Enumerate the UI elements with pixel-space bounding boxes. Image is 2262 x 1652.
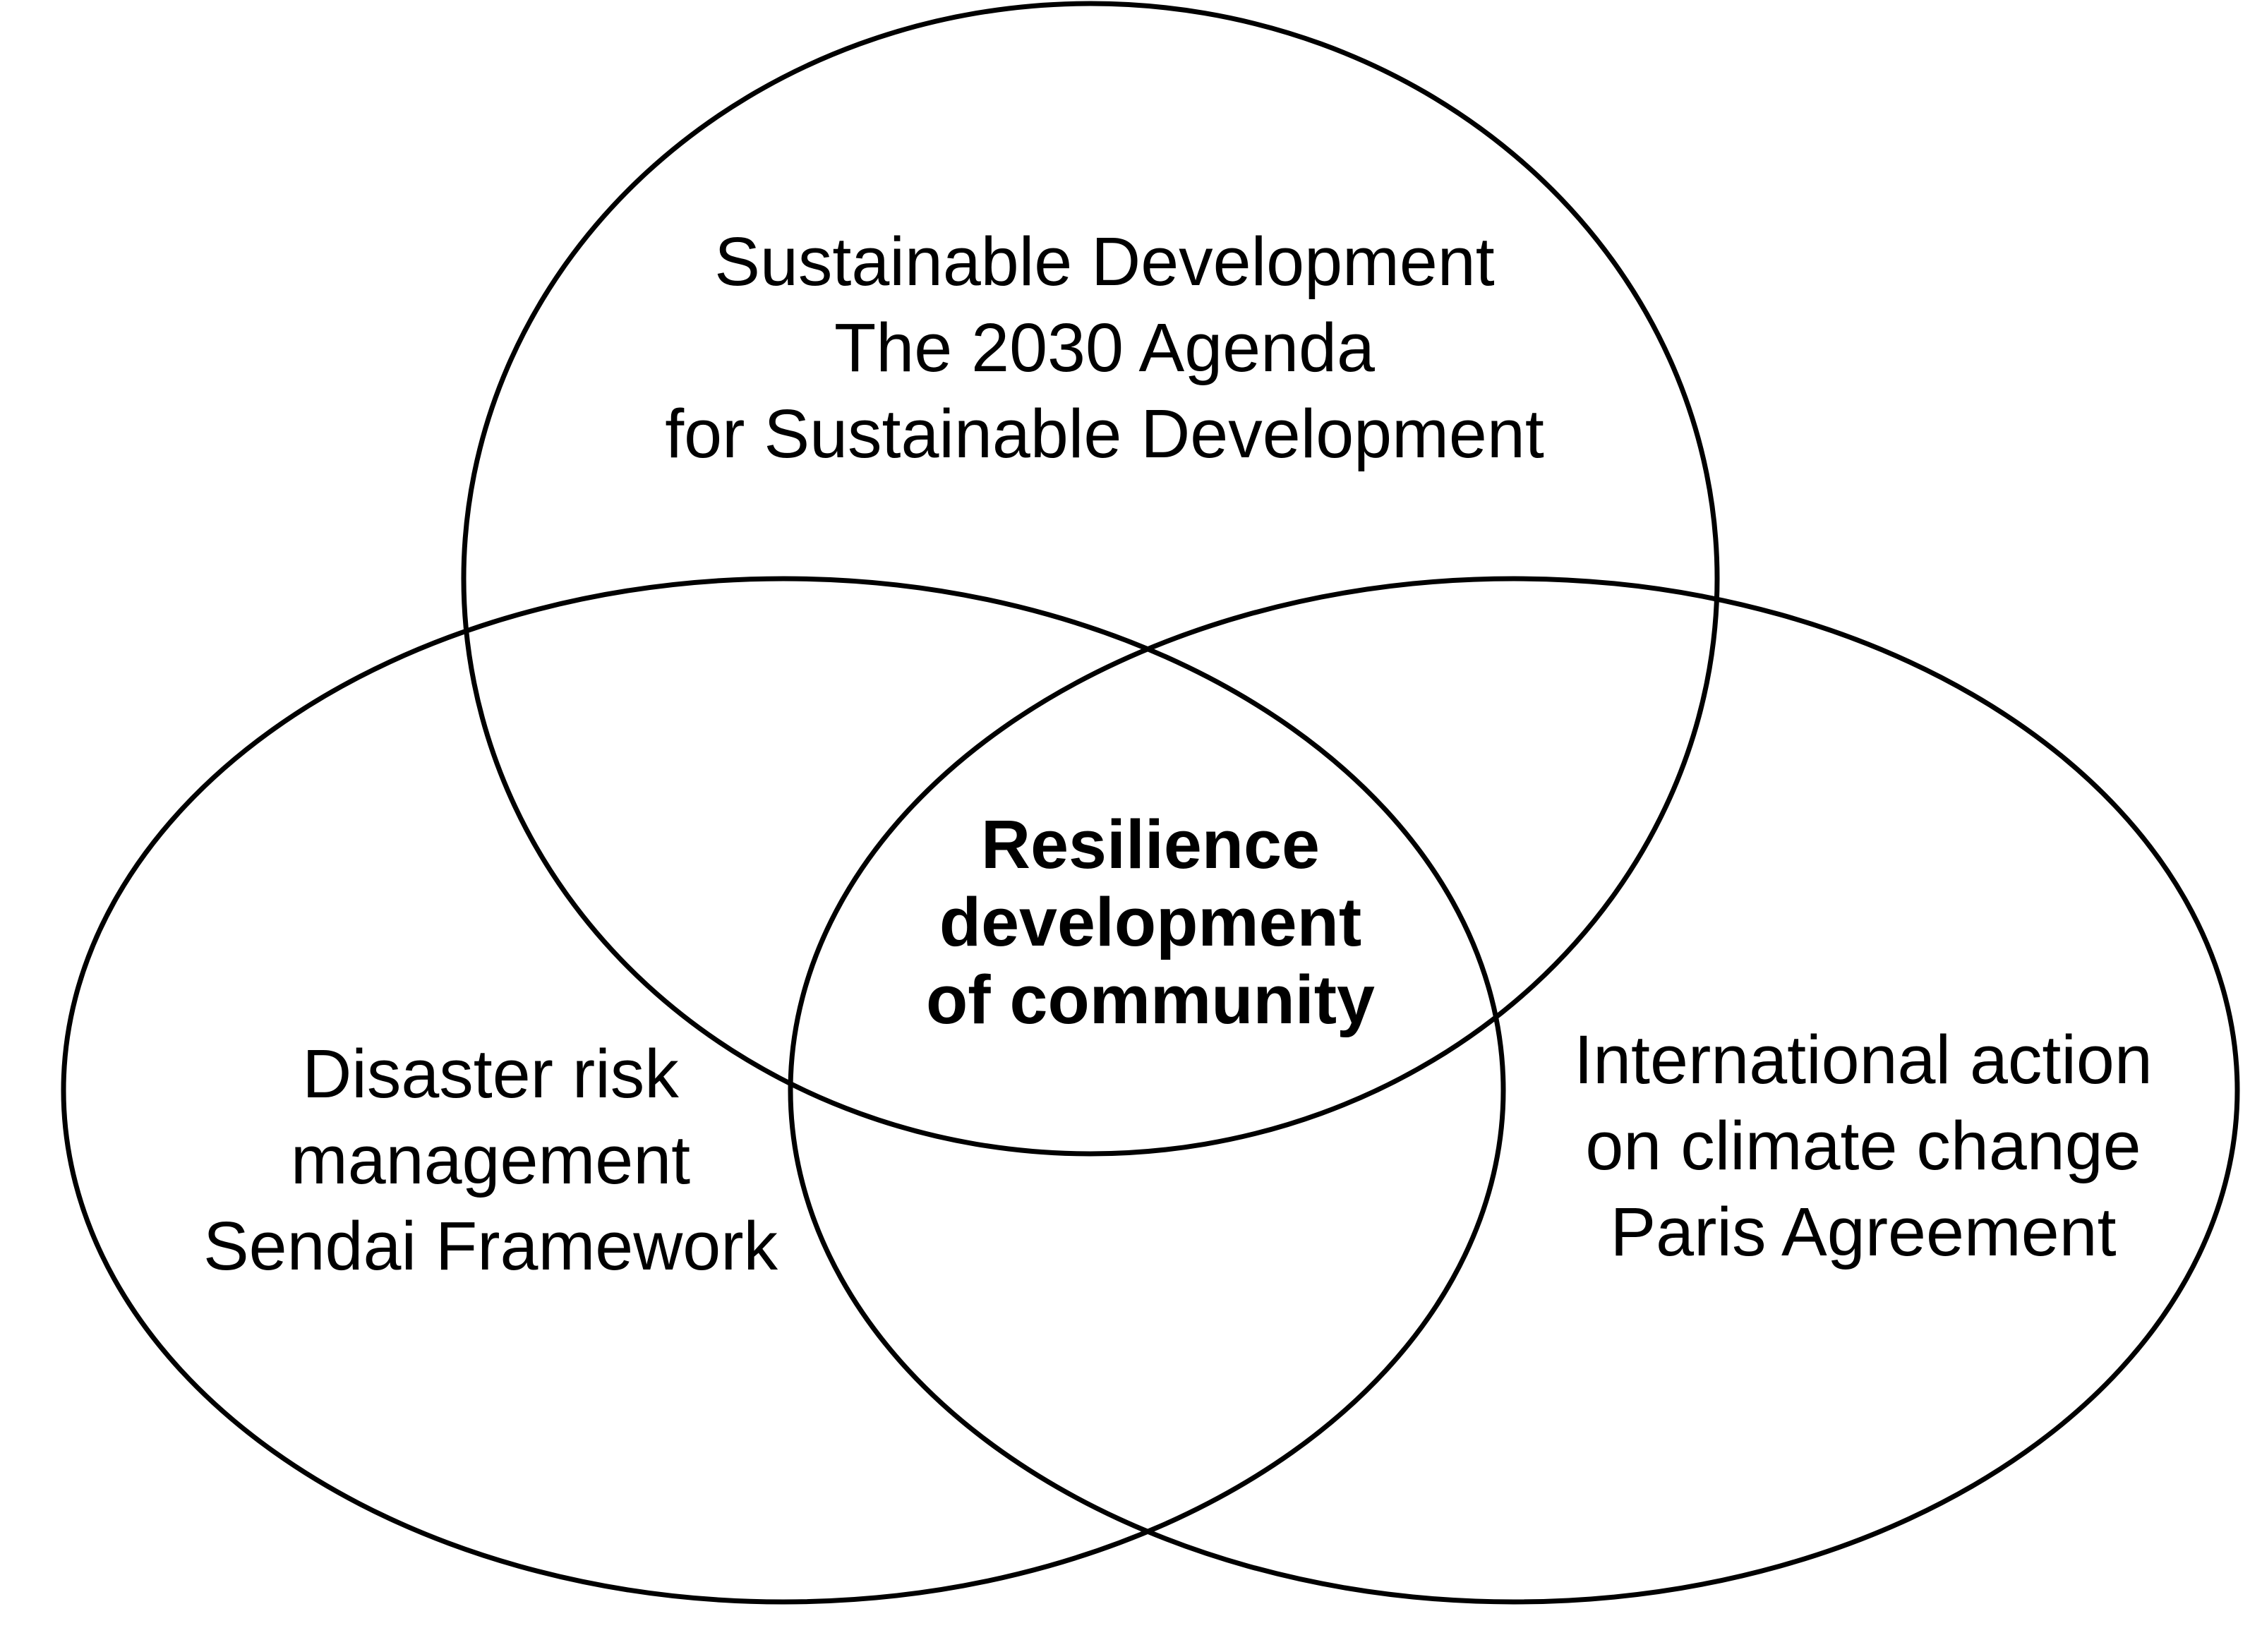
label-line: of community [926, 961, 1375, 1038]
circle-disaster-risk [61, 576, 1506, 1605]
circle-sustainable-development [461, 1, 1720, 1157]
label-line: Disaster risk [302, 1035, 679, 1112]
label-line: for Sustainable Development [665, 395, 1544, 472]
label-line: on climate change [1585, 1107, 2141, 1184]
label-line: The 2030 Agenda [834, 309, 1375, 386]
label-line: Paris Agreement [1610, 1193, 2116, 1270]
label-disaster-risk: Disaster risk management Sendai Framewor… [203, 1035, 778, 1284]
label-line: development [939, 884, 1361, 960]
label-line: Sustainable Development [714, 223, 1494, 300]
label-line: management [291, 1121, 690, 1198]
label-climate-action: International action on climate change P… [1574, 1021, 2153, 1270]
label-intersection: Resilience development of community [926, 806, 1375, 1038]
label-sustainable-development: Sustainable Development The 2030 Agenda … [665, 223, 1544, 472]
circle-climate-action [788, 576, 2240, 1605]
label-line: International action [1574, 1021, 2153, 1098]
label-line: Resilience [981, 806, 1320, 883]
label-line: Sendai Framework [203, 1207, 778, 1284]
